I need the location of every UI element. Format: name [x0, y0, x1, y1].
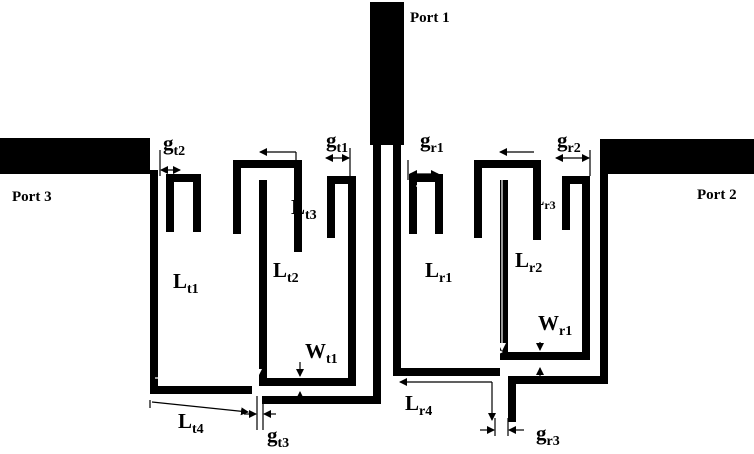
- port2-label: Port 2: [697, 187, 737, 203]
- dimension-labels: gt2 gt1 gr1 gr2 Lt3 Lr3 Lt1 Lt2 Lr1 Lr2 …: [163, 128, 581, 451]
- label-gr1: gr1: [420, 128, 444, 156]
- label-Lt1: Lt1: [173, 269, 199, 297]
- rx-main-line: [393, 145, 500, 376]
- port3-feed: [0, 138, 150, 174]
- dimension-lines: [149, 148, 591, 436]
- feed-lines: [0, 2, 754, 174]
- port3-label: Port 3: [12, 189, 52, 205]
- tx-hook-resonator: [166, 174, 201, 232]
- label-gt1: gt1: [326, 128, 348, 156]
- label-Lt2: Lt2: [273, 258, 299, 286]
- tx-filter: [150, 145, 381, 404]
- label-Lt4: Lt4: [178, 409, 204, 437]
- tx-stub: [259, 176, 356, 386]
- tx-outer-line: [150, 170, 252, 394]
- inner-dimension-lines: [155, 171, 506, 382]
- rx-u-resonator: [474, 160, 541, 240]
- label-gt3: gt3: [267, 423, 289, 451]
- port2-feed: [600, 139, 754, 174]
- rx-hook-resonator: [409, 174, 443, 234]
- label-Wt1: Wt1: [305, 339, 338, 367]
- label-Wr1: Wr1: [538, 311, 572, 339]
- label-Lr2: Lr2: [515, 248, 542, 276]
- label-Lr4: Lr4: [405, 391, 432, 419]
- port1-label: Port 1: [410, 10, 450, 26]
- label-gr3: gr3: [536, 421, 560, 449]
- port1-feed: [370, 2, 404, 145]
- label-Lt3: Lt3: [291, 195, 317, 223]
- label-Lr1: Lr1: [425, 258, 452, 286]
- label-gt2: gt2: [163, 131, 185, 159]
- label-gr2: gr2: [557, 128, 581, 156]
- tx-u-resonator: [233, 160, 302, 252]
- label-Lr3: Lr3: [533, 190, 556, 212]
